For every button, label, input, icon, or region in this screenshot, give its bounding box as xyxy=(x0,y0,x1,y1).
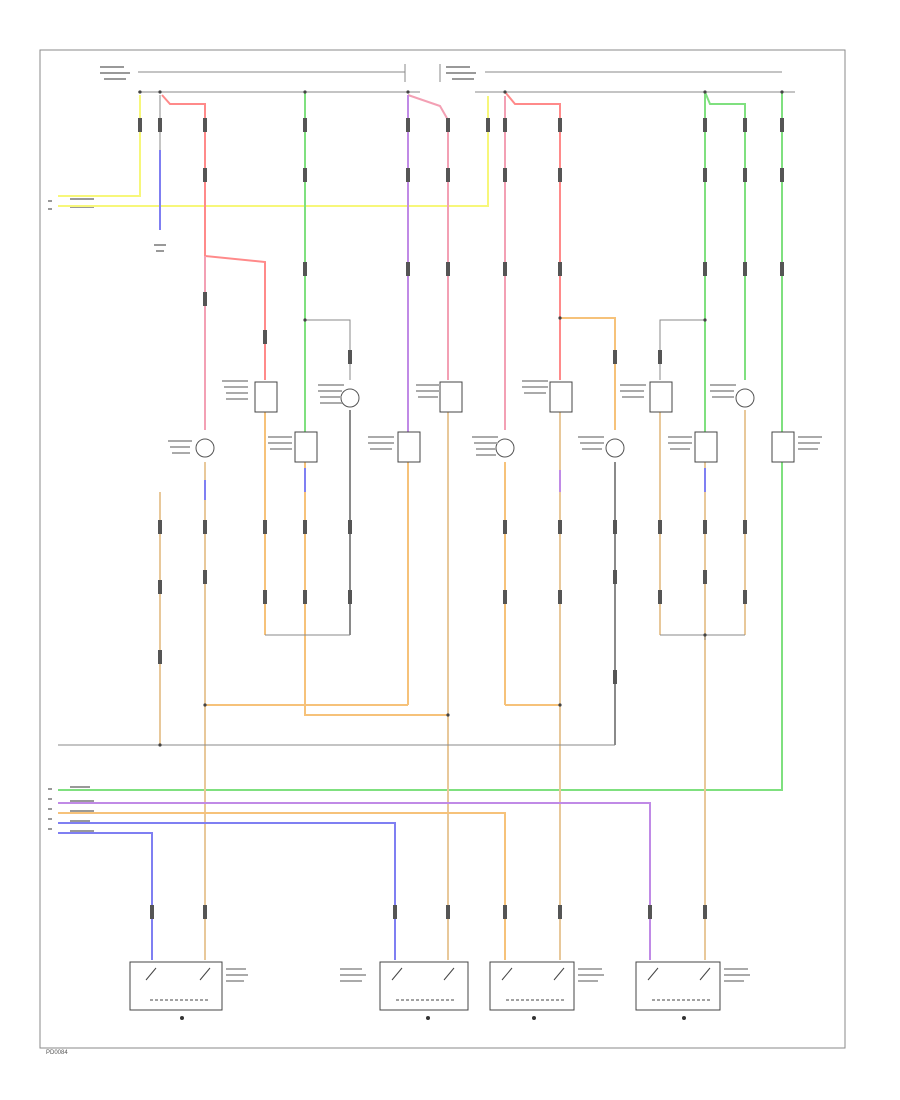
switch-assembly-1 xyxy=(129,961,248,1011)
wire-orange-crossovers xyxy=(205,704,560,716)
wire-bottom-harness xyxy=(58,802,651,960)
switch-assembly-4 xyxy=(635,961,750,1011)
wire-yellow-harness xyxy=(58,95,489,207)
ground-icon xyxy=(154,244,166,252)
wire-lower-verticals xyxy=(159,410,746,960)
ground-icon xyxy=(180,1016,686,1020)
bottom-harness-labels xyxy=(48,786,94,832)
switch-icon xyxy=(254,381,795,463)
diagram-frame xyxy=(39,49,846,1049)
switch-assembly-2 xyxy=(340,961,469,1011)
wire-red-left xyxy=(161,94,266,380)
wire-gray-left-branch xyxy=(305,319,351,380)
connector-icon xyxy=(138,118,784,919)
wire-orange-right-branch xyxy=(560,317,616,430)
wire-gray-right-branch xyxy=(659,319,705,380)
fuse-label-right xyxy=(446,66,476,80)
power-bus-left xyxy=(138,64,420,93)
lamp-icon xyxy=(195,388,755,458)
yellow-wire-labels xyxy=(48,198,94,210)
wire-red-right xyxy=(504,91,561,380)
fuse-label-left xyxy=(100,66,130,80)
switch-assembly-3 xyxy=(489,961,604,1011)
power-bus-right xyxy=(439,64,795,93)
page-code: PD0084 xyxy=(46,1050,68,1056)
component-labels xyxy=(168,380,822,456)
junction-dots xyxy=(138,90,784,747)
